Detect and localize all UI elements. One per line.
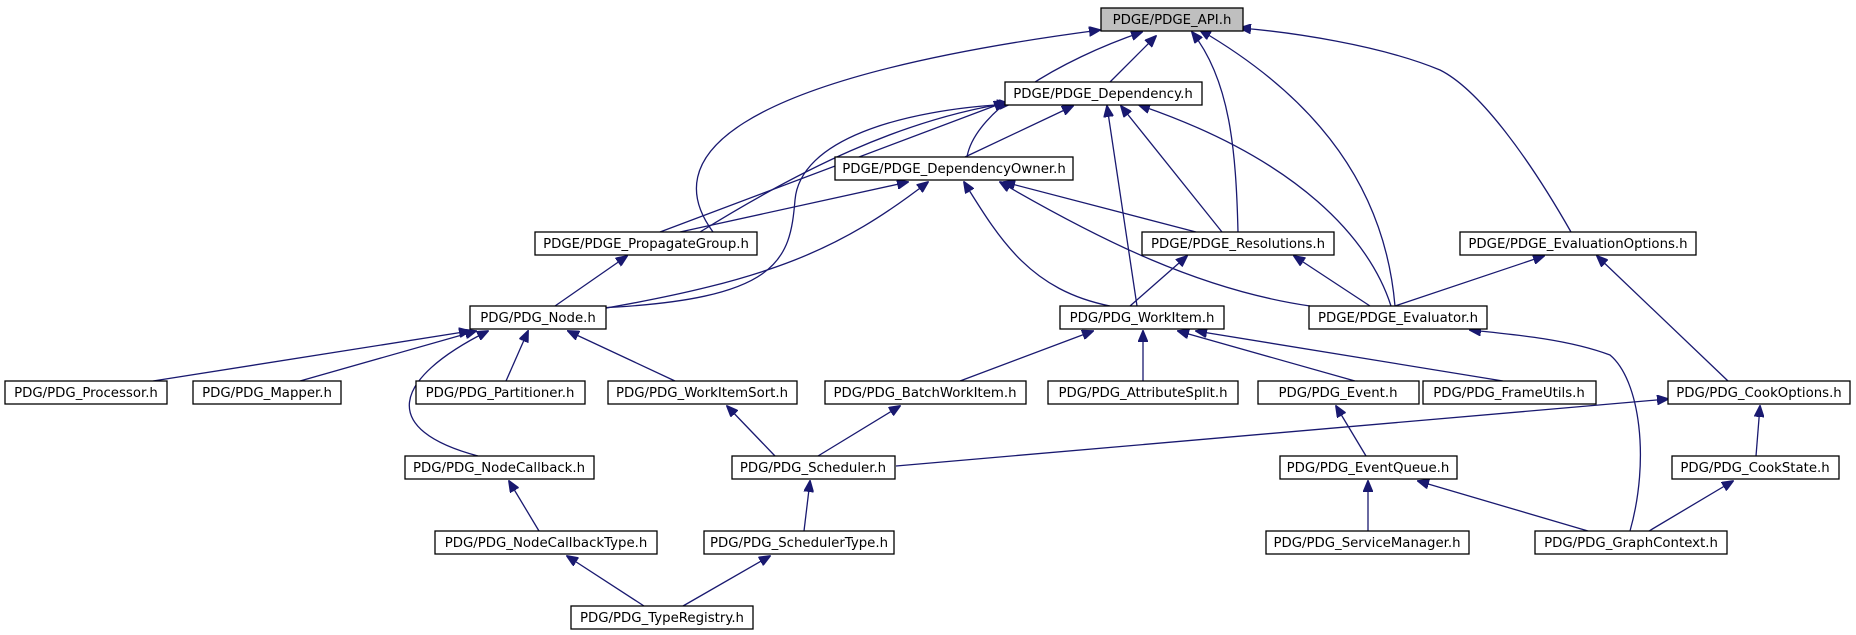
node-pdg-event-queue[interactable]: PDG/PDG_EventQueue.h xyxy=(1279,455,1458,480)
edge-partitioner-to-node xyxy=(505,331,528,382)
edge-propagate-group-to-dependency-owner xyxy=(679,182,908,233)
node-label: PDG/PDG_Scheduler.h xyxy=(740,461,886,476)
node-pdg-service-manager[interactable]: PDG/PDG_ServiceManager.h xyxy=(1265,530,1470,555)
edge-cook-options-to-evaluation-options xyxy=(1597,256,1729,382)
node-label: PDG/PDG_BatchWorkItem.h xyxy=(833,386,1016,401)
node-pdg-event[interactable]: PDG/PDG_Event.h xyxy=(1257,380,1420,405)
node-label: PDG/PDG_ServiceManager.h xyxy=(1273,536,1460,551)
node-pdge-api[interactable]: PDGE/PDGE_API.h xyxy=(1100,7,1244,32)
node-pdg-frame-utils[interactable]: PDG/PDG_FrameUtils.h xyxy=(1422,380,1597,405)
edge-node-to-dependency-owner xyxy=(594,182,928,311)
edge-scheduler-to-batch-work-item xyxy=(817,406,900,457)
edge-event-to-work-item xyxy=(1178,331,1356,382)
node-label: PDG/PDG_FrameUtils.h xyxy=(1433,386,1585,401)
node-pdge-dependency[interactable]: PDGE/PDGE_Dependency.h xyxy=(1004,81,1203,106)
edge-cook-state-to-cook-options xyxy=(1756,406,1760,457)
edge-node-to-dependency xyxy=(596,104,1010,309)
node-pdge-evaluation-options[interactable]: PDGE/PDGE_EvaluationOptions.h xyxy=(1459,231,1697,256)
node-label: PDG/PDG_CookOptions.h xyxy=(1676,386,1841,401)
edge-dependency-to-api xyxy=(1109,36,1156,83)
edge-frame-utils-to-work-item xyxy=(1196,331,1504,382)
node-label: PDG/PDG_Event.h xyxy=(1279,386,1398,401)
edge-node-callback-to-node xyxy=(408,331,488,457)
edge-resolutions-to-api xyxy=(1192,32,1239,233)
node-label: PDG/PDG_AttributeSplit.h xyxy=(1058,386,1227,401)
edge-work-item-to-dependency xyxy=(1107,106,1138,307)
edge-type-registry-to-scheduler-type xyxy=(682,556,770,607)
edge-event-queue-to-event xyxy=(1336,406,1367,457)
node-label: PDGE/PDGE_Evaluator.h xyxy=(1318,311,1478,326)
node-pdg-partitioner[interactable]: PDG/PDG_Partitioner.h xyxy=(415,380,586,405)
node-pdg-mapper[interactable]: PDG/PDG_Mapper.h xyxy=(192,380,342,405)
edge-work-item-to-dependency-owner xyxy=(964,182,1111,307)
edge-graph-context-to-evaluator xyxy=(1470,330,1642,532)
edge-work-item-sort-to-node xyxy=(568,331,676,382)
node-pdg-graph-context[interactable]: PDG/PDG_GraphContext.h xyxy=(1534,530,1728,555)
node-label: PDG/PDG_Processor.h xyxy=(14,386,158,401)
edge-evaluator-to-resolutions xyxy=(1294,256,1371,307)
edge-type-registry-to-node-callback-type xyxy=(567,556,645,607)
edge-graph-context-to-cook-state xyxy=(1648,481,1733,532)
node-label: PDG/PDG_NodeCallback.h xyxy=(413,461,585,476)
node-label: PDG/PDG_Node.h xyxy=(480,311,596,326)
node-pdg-node-callback[interactable]: PDG/PDG_NodeCallback.h xyxy=(404,455,595,480)
edge-propagate-group-to-dependency-2 xyxy=(699,103,1008,233)
edge-scheduler-type-to-scheduler xyxy=(803,481,810,532)
node-pdg-node[interactable]: PDG/PDG_Node.h xyxy=(469,305,607,330)
node-label: PDGE/PDGE_EvaluationOptions.h xyxy=(1468,237,1687,252)
edge-dependency-owner-to-dependency xyxy=(964,106,1073,158)
node-pdge-evaluator[interactable]: PDGE/PDGE_Evaluator.h xyxy=(1308,305,1488,330)
edge-processor-to-node xyxy=(152,331,470,382)
edge-propagate-group-to-api xyxy=(695,30,1100,233)
edge-graph-context-to-event-queue xyxy=(1418,481,1589,532)
node-label: PDG/PDG_SchedulerType.h xyxy=(710,536,888,551)
node-pdg-node-callback-type[interactable]: PDG/PDG_NodeCallbackType.h xyxy=(434,530,658,555)
edge-propagate-group-to-dependency xyxy=(659,102,1005,233)
node-pdge-resolutions[interactable]: PDGE/PDGE_Resolutions.h xyxy=(1141,231,1335,256)
node-label: PDGE/PDGE_API.h xyxy=(1113,13,1232,28)
node-label: PDGE/PDGE_Dependency.h xyxy=(1013,87,1193,102)
node-label: PDG/PDG_EventQueue.h xyxy=(1287,461,1450,476)
edge-evaluator-to-dependency-owner xyxy=(1000,182,1311,307)
node-label: PDG/PDG_WorkItemSort.h xyxy=(616,386,788,401)
edge-resolutions-to-dependency xyxy=(1121,106,1223,233)
node-label: PDG/PDG_Partitioner.h xyxy=(426,386,575,401)
node-pdg-work-item-sort[interactable]: PDG/PDG_WorkItemSort.h xyxy=(607,380,798,405)
edge-evaluator-to-evaluation-options xyxy=(1394,256,1544,307)
node-label: PDG/PDG_WorkItem.h xyxy=(1070,311,1215,326)
edge-resolutions-to-dependency-owner xyxy=(1004,182,1197,233)
node-label: PDGE/PDGE_PropagateGroup.h xyxy=(543,237,749,252)
node-label: PDG/PDG_GraphContext.h xyxy=(1544,536,1718,551)
node-pdg-cook-state[interactable]: PDG/PDG_CookState.h xyxy=(1671,455,1840,480)
edge-evaluator-to-api xyxy=(1200,30,1396,307)
edge-scheduler-to-work-item-sort xyxy=(727,406,776,457)
edge-mapper-to-node xyxy=(299,331,476,382)
node-pdg-scheduler-type[interactable]: PDG/PDG_SchedulerType.h xyxy=(703,530,895,555)
edge-node-to-propagate-group xyxy=(554,256,627,307)
node-pdg-scheduler[interactable]: PDG/PDG_Scheduler.h xyxy=(731,455,896,480)
node-pdg-work-item[interactable]: PDG/PDG_WorkItem.h xyxy=(1059,305,1225,330)
node-label: PDGE/PDGE_Resolutions.h xyxy=(1151,237,1325,252)
node-pdg-batch-work-item[interactable]: PDG/PDG_BatchWorkItem.h xyxy=(824,380,1027,405)
edge-batch-work-item-to-work-item xyxy=(959,331,1093,382)
node-pdge-propagate-group[interactable]: PDGE/PDGE_PropagateGroup.h xyxy=(534,231,758,256)
node-pdg-processor[interactable]: PDG/PDG_Processor.h xyxy=(4,380,168,405)
node-pdg-cook-options[interactable]: PDG/PDG_CookOptions.h xyxy=(1667,380,1851,405)
node-label: PDG/PDG_TypeRegistry.h xyxy=(580,611,744,626)
node-pdg-attribute-split[interactable]: PDG/PDG_AttributeSplit.h xyxy=(1047,380,1239,405)
node-pdge-dependency-owner[interactable]: PDGE/PDGE_DependencyOwner.h xyxy=(834,156,1074,181)
edge-scheduler-to-cook-options xyxy=(895,399,1668,467)
edge-node-callback-type-to-node-callback xyxy=(509,481,540,532)
node-pdg-type-registry[interactable]: PDG/PDG_TypeRegistry.h xyxy=(570,605,754,630)
node-label: PDG/PDG_CookState.h xyxy=(1680,461,1829,476)
node-label: PDG/PDG_Mapper.h xyxy=(202,386,332,401)
edge-evaluator-to-dependency xyxy=(1139,105,1392,307)
edge-evaluation-options-to-api xyxy=(1240,28,1572,233)
edges xyxy=(152,28,1760,607)
nodes: PDGE/PDGE_API.h PDGE/PDGE_Dependency.h P… xyxy=(4,7,1851,630)
node-label: PDG/PDG_NodeCallbackType.h xyxy=(445,536,648,551)
edge-work-item-to-resolutions xyxy=(1129,256,1187,307)
node-label: PDGE/PDGE_DependencyOwner.h xyxy=(842,162,1066,177)
